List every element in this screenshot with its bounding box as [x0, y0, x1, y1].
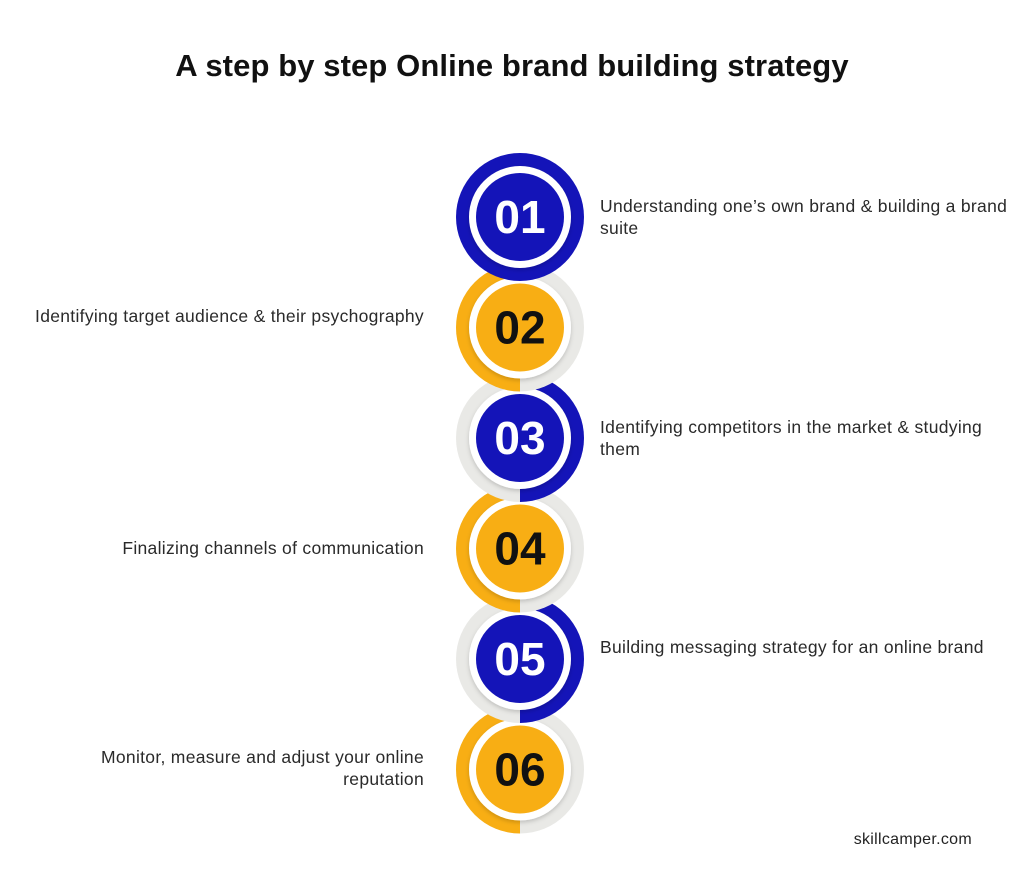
step-2-circle: 02	[456, 263, 584, 392]
step-1-number: 01	[494, 191, 545, 243]
step-5-circle: 05	[456, 595, 584, 723]
step-2-label: Identifying target audience & their psyc…	[35, 306, 424, 326]
step-1-circle: 01	[456, 153, 584, 281]
step-core	[476, 504, 564, 593]
step-6-number: 06	[494, 744, 545, 796]
step-4-number: 04	[494, 523, 546, 575]
step-core	[476, 283, 564, 372]
page-title: A step by step Online brand building str…	[175, 48, 849, 83]
step-core	[476, 394, 564, 482]
step-6-circle: 06	[456, 705, 584, 834]
step-3-number: 03	[494, 412, 545, 464]
step-4-label: Finalizing channels of communication	[122, 538, 424, 558]
step-2-number: 02	[494, 302, 545, 354]
step-3-label: Identifying competitors in the market & …	[600, 417, 983, 459]
step-4-circle: 04	[456, 484, 584, 613]
step-core	[476, 615, 564, 703]
step-6-label: Monitor, measure and adjust your online …	[101, 747, 424, 789]
step-core	[476, 173, 564, 261]
step-core	[476, 725, 564, 814]
footer-credit: skillcamper.com	[853, 831, 972, 848]
step-5-number: 05	[494, 633, 545, 685]
step-5-label: Building messaging strategy for an onlin…	[600, 637, 984, 657]
step-1-label: Understanding one’s own brand & building…	[600, 196, 1008, 238]
step-3-circle: 03	[456, 374, 584, 502]
